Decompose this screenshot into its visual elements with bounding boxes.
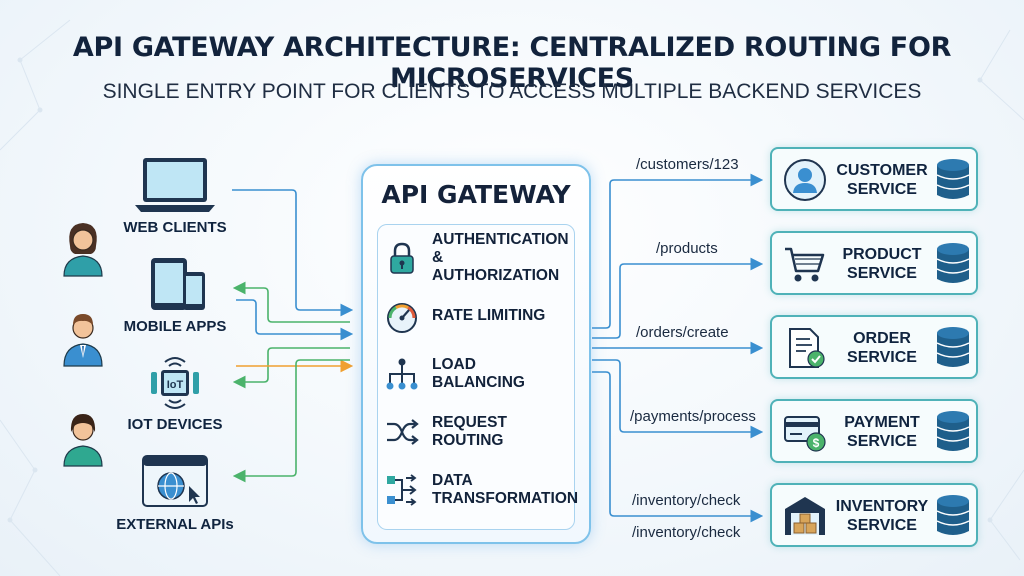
svg-text:IoT: IoT (167, 379, 184, 391)
padlock-icon (390, 242, 414, 274)
route-label-payments: /payments/process (630, 408, 756, 425)
arrow-to-inventory-service (592, 371, 764, 523)
laptop-icon (135, 158, 215, 212)
route-label-inventory-secondary: /inventory/check (632, 524, 741, 541)
service-customer: CUSTOMER SERVICE (770, 147, 978, 211)
mobile-devices-icon (151, 258, 205, 310)
database-icon (936, 159, 970, 199)
shuffle-arrows-icon (387, 419, 419, 445)
man-avatar-icon (63, 314, 103, 367)
gateway-title: API GATEWAY (381, 180, 571, 209)
hierarchy-icon (386, 358, 418, 390)
feature-data-transformation: DATA TRANSFORMATION (384, 465, 578, 515)
route-label-products: /products (656, 240, 718, 257)
feature-rate-limiting: RATE LIMITING (384, 291, 574, 341)
route-label-customers: /customers/123 (636, 156, 739, 173)
client-external-apis: EXTERNAL APIs (100, 452, 250, 533)
feature-authentication: AUTHENTICATION & AUTHORIZATION (384, 231, 574, 284)
service-order: ORDER SERVICE (770, 315, 978, 379)
page-subtitle: SINGLE ENTRY POINT FOR CLIENTS TO ACCESS… (102, 80, 922, 103)
arrow-to-payment-service (592, 359, 764, 439)
arrow-mobile-to-gateway (236, 299, 354, 341)
feature-request-routing: REQUEST ROUTING (384, 407, 574, 457)
woman-avatar-icon (63, 414, 103, 467)
page-title: API GATEWAY ARCHITECTURE: CENTRALIZED RO… (72, 32, 952, 94)
gauge-icon (387, 303, 417, 333)
iot-chip-icon: IoT (151, 357, 199, 409)
client-mobile: MOBILE APPS (100, 254, 250, 335)
api-gateway-box: API GATEWAY AUTHENTICATION & AUTHORIZATI… (361, 164, 591, 544)
arrow-to-customer-service (592, 173, 764, 329)
feature-load-balancing: LOAD BALANCING (384, 349, 574, 399)
client-iot: IoT IOT DEVICES (100, 352, 250, 433)
shopping-cart-icon (785, 247, 825, 282)
arrow-to-product-service (592, 257, 764, 339)
woman-avatar-icon (63, 223, 103, 277)
database-icon (936, 411, 970, 451)
globe-window-icon (142, 455, 208, 507)
service-product: PRODUCT SERVICE (770, 231, 978, 295)
order-document-icon (789, 328, 825, 368)
route-label-inventory: /inventory/check (632, 492, 741, 509)
user-circle-icon (784, 159, 826, 201)
svg-text:$: $ (813, 436, 820, 450)
warehouse-icon (785, 497, 825, 535)
database-icon (936, 243, 970, 283)
transform-arrows-icon (387, 474, 417, 506)
arrow-gateway-to-mobile (232, 281, 350, 323)
arrow-web-to-gateway (232, 189, 354, 317)
payment-card-icon: $ (784, 416, 826, 452)
service-payment: $ PAYMENT SERVICE (770, 399, 978, 463)
route-label-orders: /orders/create (636, 324, 729, 341)
database-icon (936, 495, 970, 535)
database-icon (936, 327, 970, 367)
arrow-gateway-to-external (232, 359, 350, 483)
arrow-gateway-to-iot (232, 347, 350, 389)
gateway-features-panel: AUTHENTICATION & AUTHORIZATION RATE LIMI… (377, 224, 578, 530)
client-web: WEB CLIENTS (100, 155, 250, 236)
service-inventory: INVENTORY SERVICE (770, 483, 978, 547)
